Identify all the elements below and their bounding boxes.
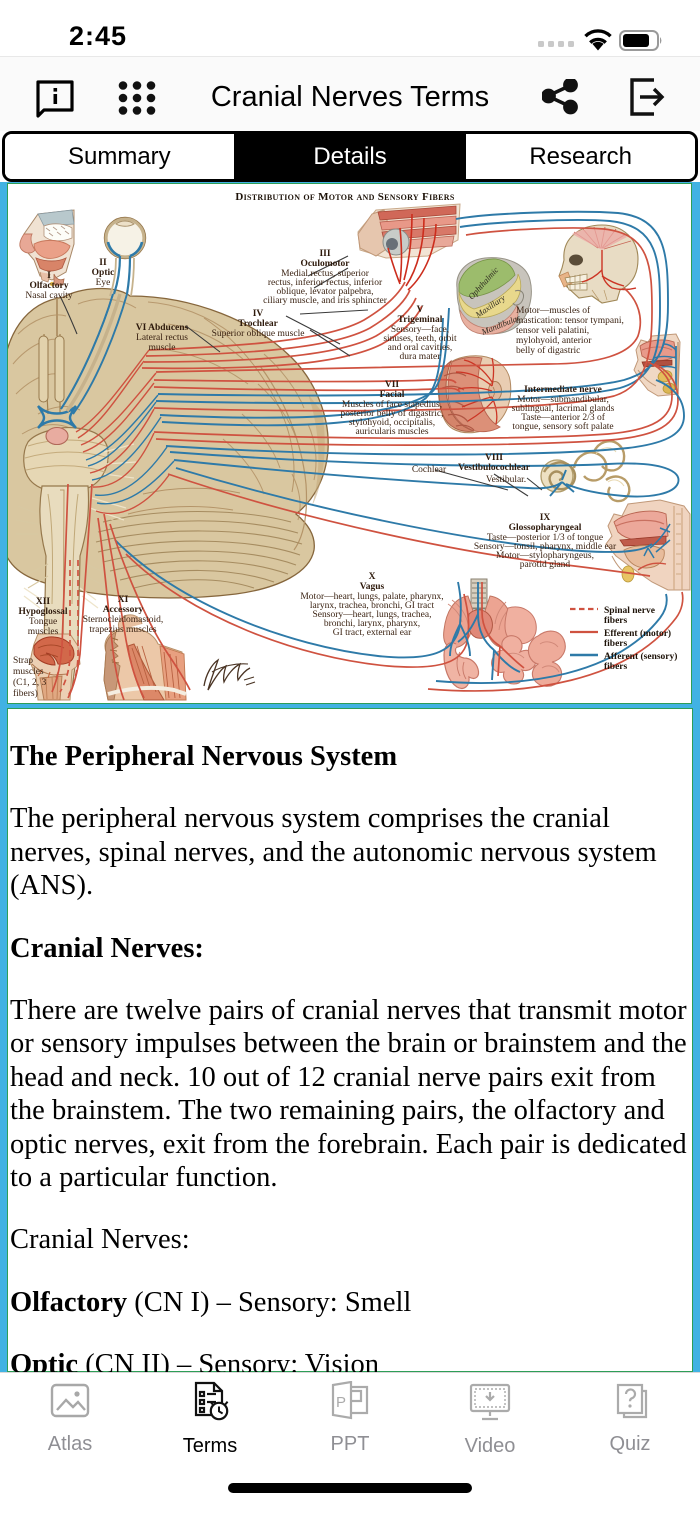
svg-text:fibers): fibers) xyxy=(13,688,38,699)
svg-text:larynx, trachea, bronchi, GI t: larynx, trachea, bronchi, GI tract xyxy=(310,601,435,611)
svg-text:trapezius muscles: trapezius muscles xyxy=(89,625,157,635)
svg-text:muscles: muscles xyxy=(28,627,59,637)
svg-text:Efferent (motor): Efferent (motor) xyxy=(604,628,671,639)
svg-text:Motor—submandibular,: Motor—submandibular, xyxy=(517,395,609,405)
svg-text:Hypoglossal: Hypoglossal xyxy=(18,607,67,617)
svg-text:VI Abducens: VI Abducens xyxy=(136,323,189,333)
svg-text:III: III xyxy=(319,249,330,259)
svg-text:oblique, levator palpebra,: oblique, levator palpebra, xyxy=(276,287,373,297)
svg-text:Intermediate nerve: Intermediate nerve xyxy=(524,385,602,395)
svg-text:stylohyoid, occipitalis,: stylohyoid, occipitalis, xyxy=(349,418,435,428)
svg-text:Motor—stylopharyngeus,: Motor—stylopharyngeus, xyxy=(496,551,594,561)
svg-text:Oculomotor: Oculomotor xyxy=(300,259,350,269)
svg-text:Spinal nerve: Spinal nerve xyxy=(604,606,655,616)
svg-text:Sensory—heart, lungs, trachea,: Sensory—heart, lungs, trachea, xyxy=(313,610,432,620)
svg-text:II: II xyxy=(99,258,107,268)
svg-text:parotid gland: parotid gland xyxy=(520,560,571,570)
svg-text:muscles: muscles xyxy=(13,667,44,677)
svg-text:Motor—heart, lungs, palate, ph: Motor—heart, lungs, palate, pharynx, xyxy=(300,592,443,602)
svg-text:Medial rectus, superior: Medial rectus, superior xyxy=(281,269,370,279)
svg-text:Distribution of Motor and Sens: Distribution of Motor and Sensory Fibers xyxy=(235,191,454,203)
svg-text:mylohyoid, anterior: mylohyoid, anterior xyxy=(516,336,592,346)
svg-text:Sensory—tonsil, pharynx, middl: Sensory—tonsil, pharynx, middle ear xyxy=(474,542,617,552)
svg-text:Cochlear: Cochlear xyxy=(412,465,447,475)
svg-text:Facial: Facial xyxy=(380,390,405,400)
svg-text:Glossopharyngeal: Glossopharyngeal xyxy=(509,523,582,533)
svg-text:IX: IX xyxy=(540,513,551,523)
svg-text:Muscles of face stapedius,: Muscles of face stapedius, xyxy=(342,399,442,410)
svg-text:auricularis muscles: auricularis muscles xyxy=(355,427,428,437)
svg-text:Trochlear: Trochlear xyxy=(238,319,279,329)
svg-text:I: I xyxy=(47,271,51,281)
svg-text:GI tract, external ear: GI tract, external ear xyxy=(333,628,412,638)
svg-text:muscle: muscle xyxy=(149,343,176,353)
svg-text:and oral cavities,: and oral cavities, xyxy=(388,343,453,353)
svg-text:mastication: tensor tympani,: mastication: tensor tympani, xyxy=(516,316,624,326)
svg-text:Vestibular.: Vestibular. xyxy=(486,475,526,485)
svg-text:Accessory: Accessory xyxy=(103,605,144,615)
svg-text:Superior oblique muscle: Superior oblique muscle xyxy=(212,329,305,339)
svg-text:P: P xyxy=(336,1394,346,1411)
svg-text:Tongue: Tongue xyxy=(29,617,57,627)
svg-text:Afferent (sensory): Afferent (sensory) xyxy=(604,651,677,662)
svg-text:Optic: Optic xyxy=(92,268,115,278)
svg-text:belly of digastric: belly of digastric xyxy=(516,345,580,356)
svg-text:sublingual, lacrimal glands: sublingual, lacrimal glands xyxy=(512,404,615,414)
svg-text:Eye: Eye xyxy=(96,278,111,288)
svg-text:Trigeminal: Trigeminal xyxy=(398,315,443,325)
svg-text:Strap: Strap xyxy=(13,656,33,666)
svg-text:IV: IV xyxy=(253,309,264,319)
svg-text:Motor—muscles of: Motor—muscles of xyxy=(516,305,591,316)
svg-text:Olfactory: Olfactory xyxy=(29,281,68,291)
svg-text:rectus, inferior rectus, infer: rectus, inferior rectus, inferior xyxy=(268,277,383,288)
svg-text:bronchi, larynx, pharynx,: bronchi, larynx, pharynx, xyxy=(324,619,420,629)
svg-text:VII: VII xyxy=(385,380,400,390)
svg-text:Vestibulocochlear: Vestibulocochlear xyxy=(458,463,531,473)
svg-text:X: X xyxy=(369,572,376,582)
svg-text:Sternocleidomastoid,: Sternocleidomastoid, xyxy=(83,615,163,625)
svg-text:fibers: fibers xyxy=(604,616,628,626)
svg-text:Lateral rectus: Lateral rectus xyxy=(136,333,188,343)
svg-text:ciliary muscle, and iris sphin: ciliary muscle, and iris sphincter xyxy=(263,296,388,306)
svg-text:V: V xyxy=(417,305,424,315)
svg-text:posterior belly of digastric,: posterior belly of digastric, xyxy=(341,408,444,419)
svg-text:dura mater: dura mater xyxy=(400,352,442,362)
svg-text:tongue, sensory soft palate: tongue, sensory soft palate xyxy=(512,421,613,432)
svg-text:fibers: fibers xyxy=(604,662,628,672)
svg-text:Vagus: Vagus xyxy=(360,582,385,592)
svg-text:(C1, 2, 3: (C1, 2, 3 xyxy=(13,677,47,688)
svg-text:XI: XI xyxy=(118,595,129,605)
svg-text:XII: XII xyxy=(36,597,51,607)
svg-text:VIII: VIII xyxy=(485,453,503,463)
svg-text:sinuses, teeth, orbit: sinuses, teeth, orbit xyxy=(383,334,457,344)
svg-text:Sensory—face,: Sensory—face, xyxy=(391,324,449,335)
svg-text:fibers: fibers xyxy=(604,639,628,649)
svg-text:Taste—anterior 2/3 of: Taste—anterior 2/3 of xyxy=(521,412,606,423)
svg-text:Nasal cavity: Nasal cavity xyxy=(25,291,72,301)
svg-text:tensor veli palatini,: tensor veli palatini, xyxy=(516,326,589,336)
svg-text:Taste—posterior 1/3 of tongue: Taste—posterior 1/3 of tongue xyxy=(487,532,603,543)
